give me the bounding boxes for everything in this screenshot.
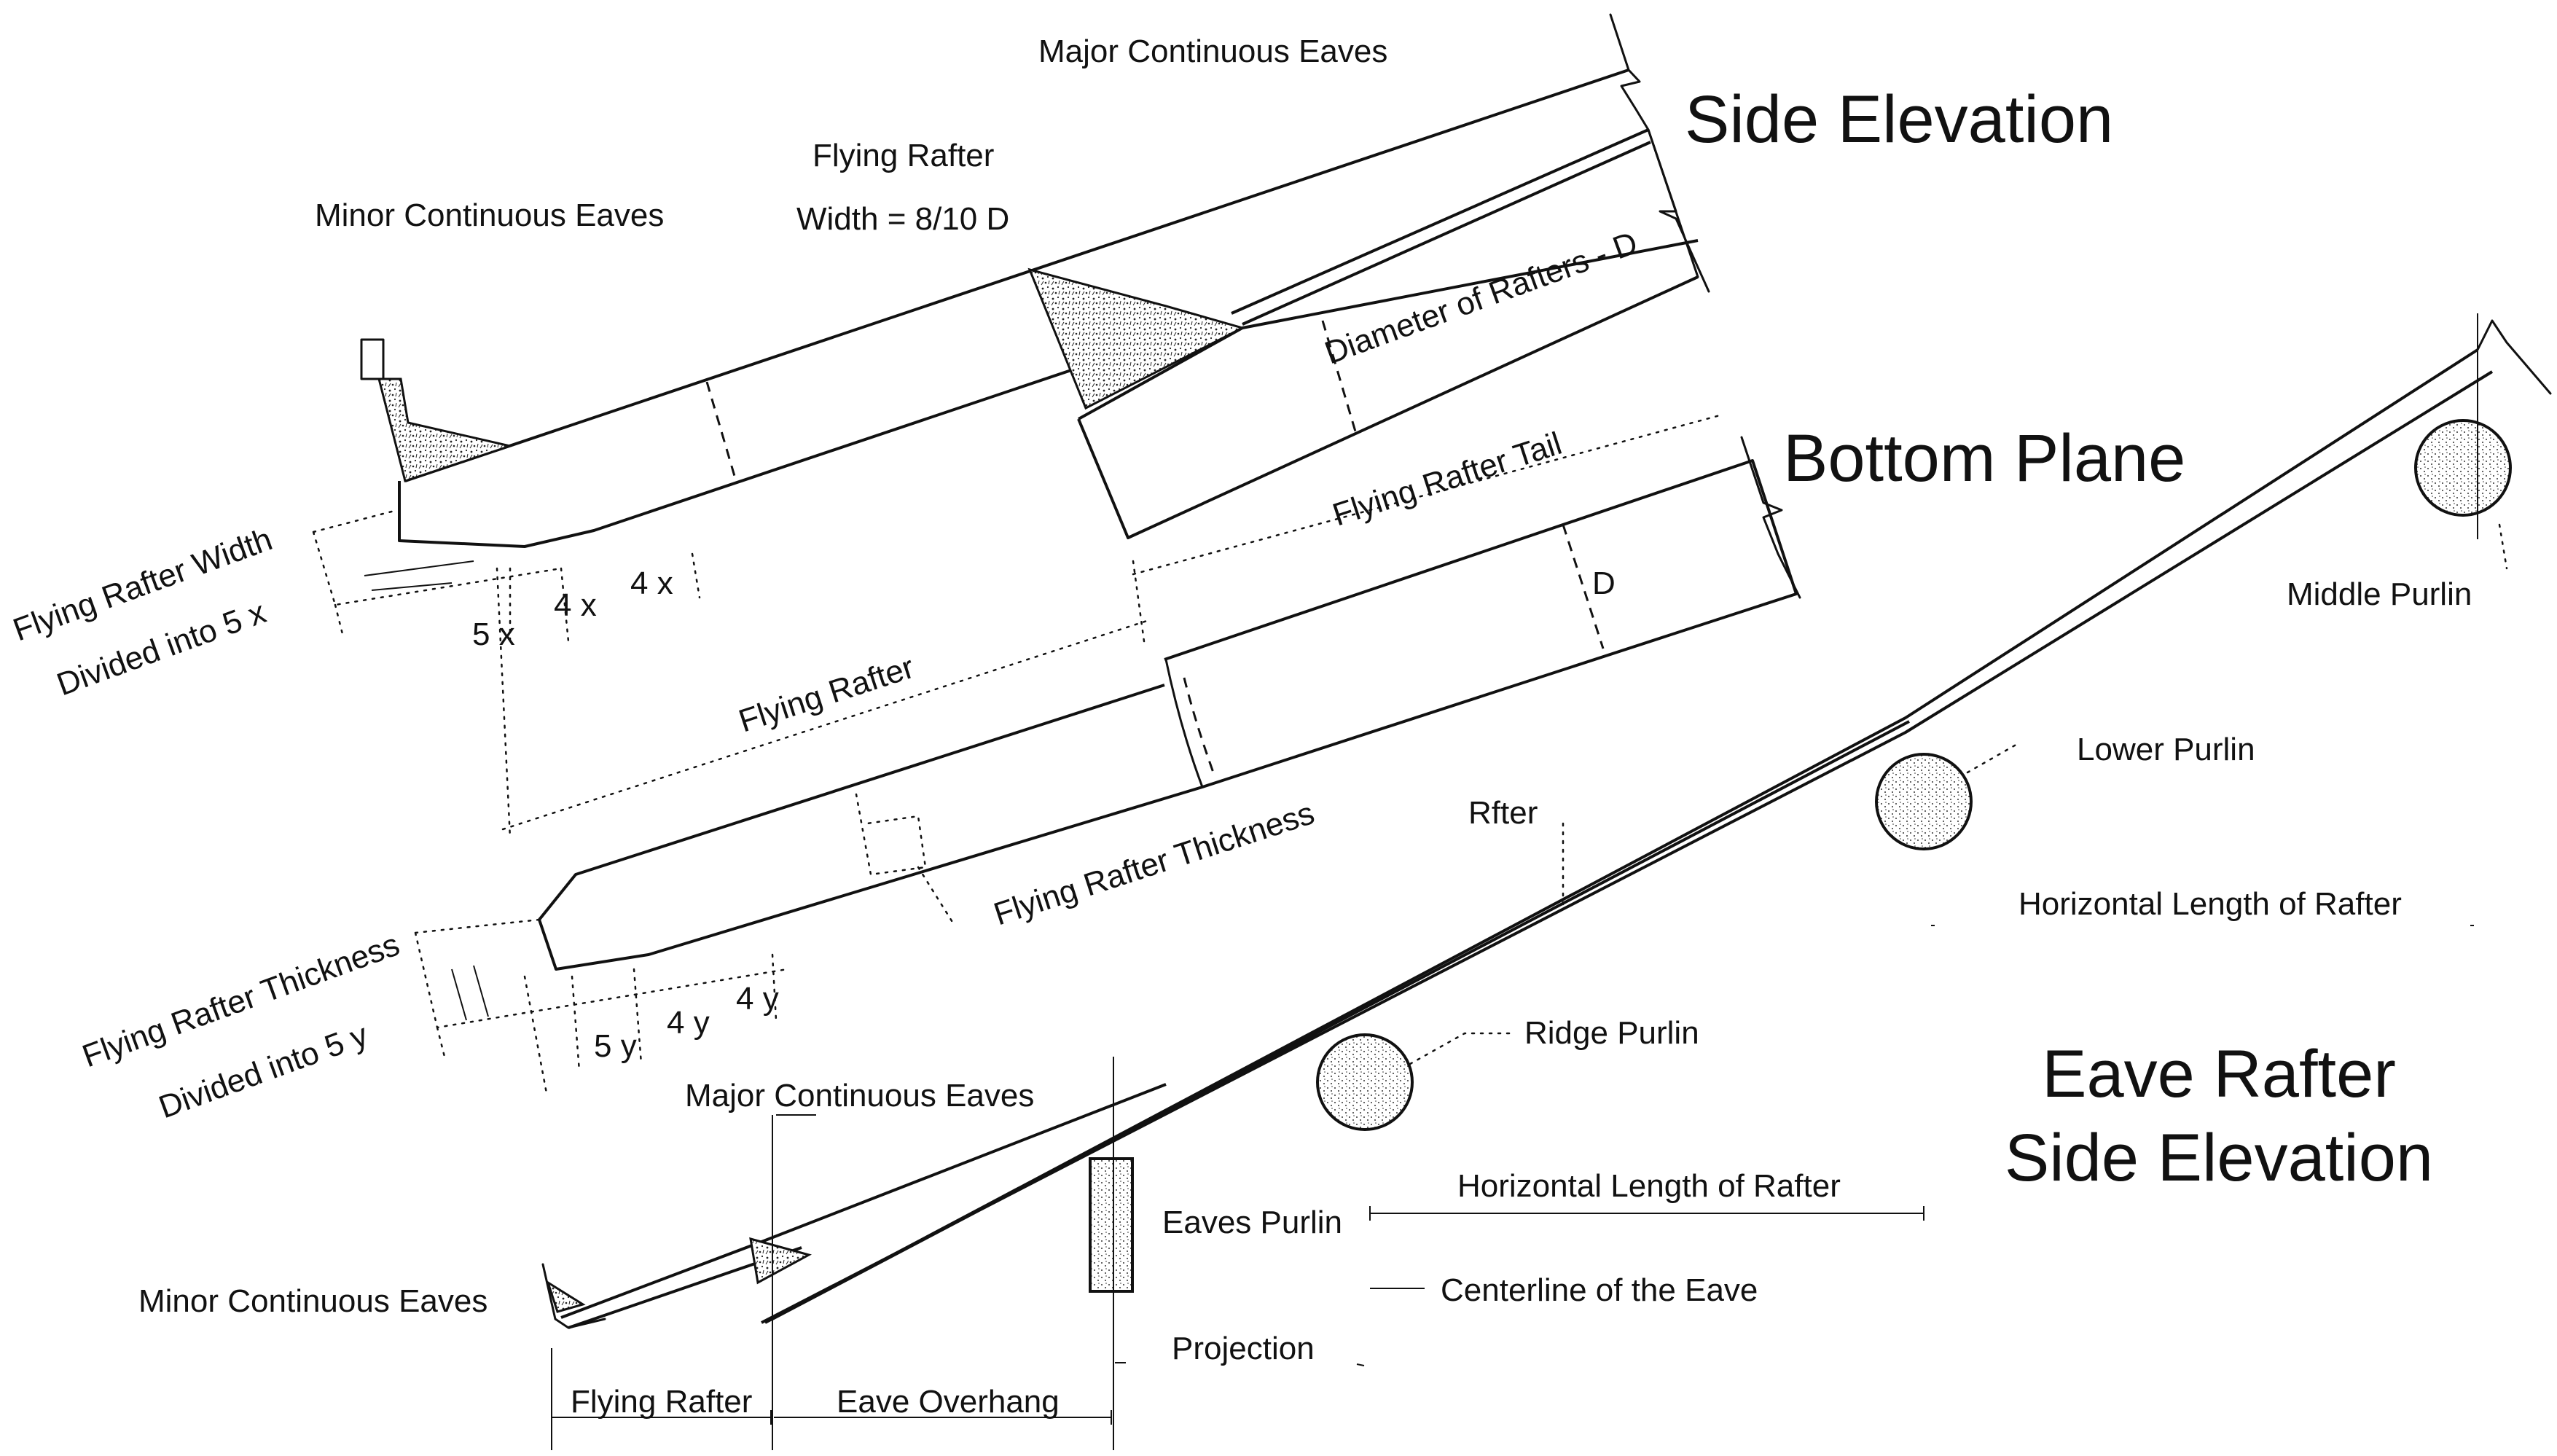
bottom-plane-rafter-main [1164, 459, 1798, 788]
label-rfter: Rfter [1468, 795, 1538, 831]
flying-rafter-lower-body [538, 684, 1203, 971]
minor-eaves-hatch [377, 377, 514, 482]
label-ridge-purlin: Ridge Purlin [1524, 1015, 1699, 1051]
eaves-purlin-rect [1089, 1157, 1134, 1293]
label-div-4x-b: 4 x [630, 565, 673, 601]
flying-rafter-dim-line [501, 618, 1153, 831]
label-middle-purlin: Middle Purlin [2287, 576, 2472, 612]
break-mark-top [1609, 13, 1710, 293]
minor-eaves-lower-hatch [546, 1280, 586, 1313]
eave-rafter-top-line [764, 348, 2479, 1324]
major-eaves-lower-hatch [749, 1237, 812, 1285]
title-eave-rafter-line1: Eave Rafter [2042, 1037, 2396, 1111]
label-flying-rafter-bottom: Flying Rafter [571, 1384, 752, 1420]
label-flying-rafter-thickness-right: Flying Rafter Thickness [990, 795, 1319, 932]
vertical-guide-1 [496, 567, 512, 839]
label-div-4y-a: 4 y [667, 1005, 710, 1041]
label-major-continuous-eaves-top: Major Continuous Eaves [1038, 34, 1387, 69]
thickness-box-right [855, 793, 956, 927]
flying-rafter-lower-tip [541, 1263, 606, 1329]
label-flying-rafter-top: Flying Rafter [812, 138, 994, 173]
thickness-box-left [414, 918, 788, 1073]
horizontal-length-dim-lower [1369, 1206, 1924, 1221]
title-side-elevation: Side Elevation [1685, 82, 2113, 157]
label-div-5x: 5 x [472, 617, 515, 652]
side-elevation-drawing [360, 13, 1721, 576]
label-eave-overhang: Eave Overhang [837, 1384, 1060, 1420]
lower-purlin-leader [1966, 742, 2020, 774]
main-rafter-body [1077, 239, 1699, 539]
thickness-hatch-lines [451, 965, 489, 1021]
title-bottom-plane: Bottom Plane [1783, 421, 2185, 496]
middle-purlin-leader [2498, 523, 2508, 570]
flying-rafter-body [398, 369, 1072, 548]
label-minor-continuous-eaves-bottom: Minor Continuous Eaves [138, 1283, 487, 1319]
label-horizontal-length-lower: Horizontal Length of Rafter [1457, 1168, 1841, 1204]
main-rafter-top-edge-2 [1242, 141, 1651, 326]
eave-overhang-dim [774, 1410, 1112, 1425]
vertical-guide-3 [523, 975, 548, 1095]
middle-purlin-circle [2414, 419, 2512, 517]
projection-tick [1356, 1363, 1365, 1366]
flying-rafter-lower [560, 1083, 1167, 1329]
bottom-plane-drawing [312, 436, 1801, 1095]
bottom-plane-break [1740, 436, 1801, 599]
label-projection: Projection [1172, 1331, 1315, 1366]
ridge-purlin-leader [1409, 1032, 1514, 1065]
main-rafter-top-edge [1231, 128, 1649, 315]
flying-rafter-width-box [312, 509, 701, 643]
label-div-4x-a: 4 x [554, 587, 597, 623]
bottom-plane-d-divider [1562, 524, 1605, 649]
flying-rafter-tail-dim [1132, 414, 1721, 576]
label-horizontal-length-upper: Horizontal Length of Rafter [2018, 886, 2402, 922]
label-diameter-of-rafters: Diameter of Rafters - D [1320, 225, 1642, 372]
bottom-plane-cap-dash [1183, 677, 1215, 773]
label-eaves-purlin: Eaves Purlin [1162, 1205, 1342, 1240]
lower-purlin-circle [1875, 753, 1973, 850]
label-major-continuous-eaves-bottom: Major Continuous Eaves [685, 1078, 1034, 1113]
major-eaves-lower-leader [772, 1114, 816, 1450]
main-rafter-division [1321, 320, 1357, 432]
label-flying-rafter-tail: Flying Rafter Tail [1328, 426, 1566, 533]
width-hatch-lines [364, 560, 474, 591]
eave-rafter-end-break [2476, 319, 2552, 395]
label-centerline-of-eave: Centerline of the Eave [1441, 1272, 1758, 1308]
title-eave-rafter-line2: Side Elevation [2005, 1121, 2433, 1195]
label-minor-continuous-eaves-top: Minor Continuous Eaves [315, 197, 664, 233]
label-div-4y-b: 4 y [736, 981, 779, 1017]
major-eaves-top-line [404, 69, 1629, 482]
label-d-mark: D [1592, 565, 1616, 601]
flying-rafter-bottom-dim [551, 1410, 772, 1425]
label-lower-purlin: Lower Purlin [2077, 732, 2255, 767]
flying-rafter-division-1 [705, 381, 737, 482]
label-div-5y: 5 y [594, 1028, 637, 1064]
bottom-plane-end-cap [1164, 658, 1204, 788]
label-flying-rafter-mid: Flying Rafter [735, 649, 918, 740]
ridge-purlin-circle [1316, 1033, 1414, 1131]
label-width-formula: Width = 8/10 D [796, 201, 1009, 237]
